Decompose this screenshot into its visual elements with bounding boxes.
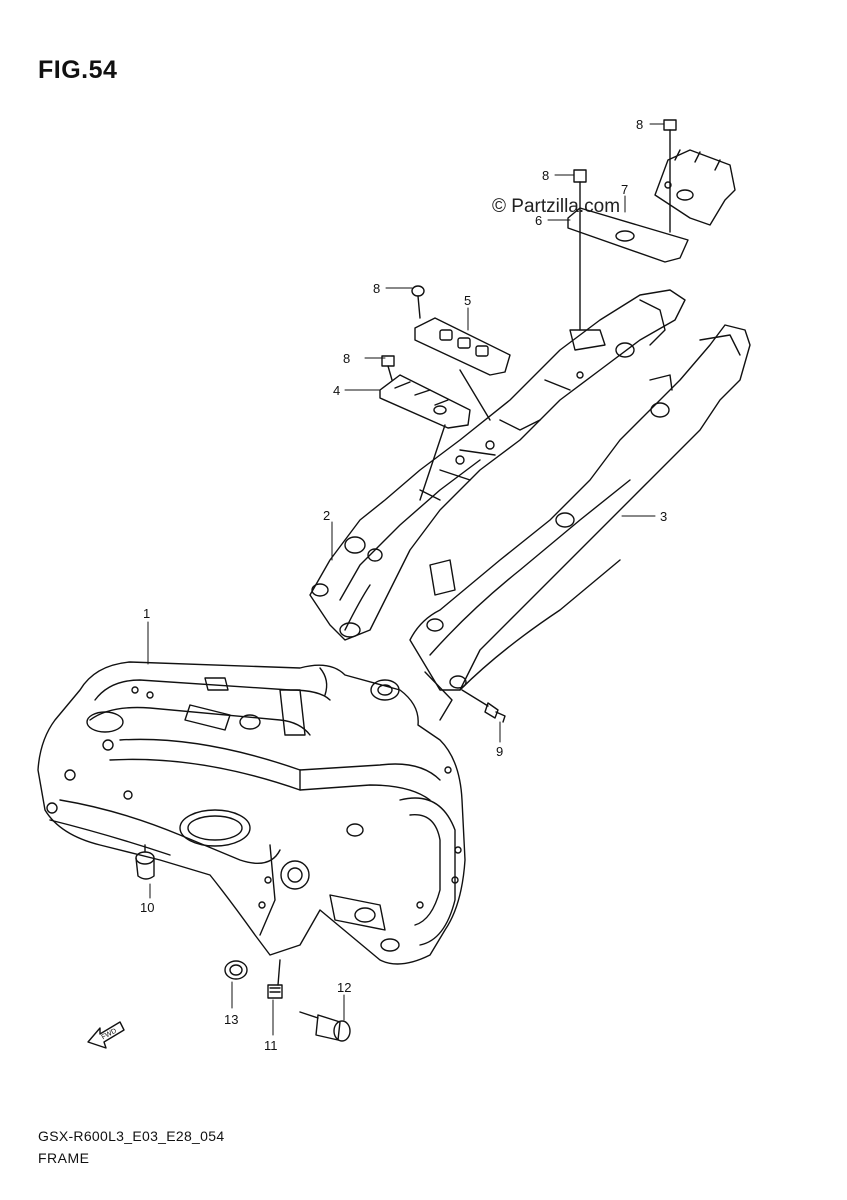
callout-10: 10 [140, 900, 154, 915]
callout-8-c: 8 [373, 281, 380, 296]
seat-rail-upper-part-2[interactable] [309, 289, 686, 641]
bolt-part-8-b[interactable] [573, 169, 587, 331]
plate-part-5[interactable] [414, 317, 511, 376]
partzilla-watermark: © Partzilla.com [492, 196, 621, 217]
bolt-part-8-a[interactable] [663, 119, 677, 233]
callout-4: 4 [333, 383, 340, 398]
bracket-part-7[interactable] [654, 149, 736, 226]
callout-11: 11 [264, 1038, 278, 1053]
callout-1: 1 [143, 606, 150, 621]
seat-rail-lower-part-3[interactable] [409, 324, 751, 691]
diagram-code: GSX-R600L3_E03_E28_054 [38, 1128, 225, 1144]
callout-5: 5 [464, 293, 471, 308]
main-frame-part-1[interactable] [37, 661, 466, 965]
collar-part-10[interactable] [135, 844, 155, 880]
grommet-part-13[interactable] [224, 960, 248, 980]
bolt-part-8-d[interactable] [381, 355, 395, 381]
callout-8-a: 8 [636, 117, 643, 132]
diagram-name: FRAME [38, 1150, 90, 1166]
bolt-part-12[interactable] [299, 1011, 351, 1042]
callout-8-b: 8 [542, 168, 549, 183]
bolt-part-11[interactable] [267, 959, 283, 999]
callout-3: 3 [660, 509, 667, 524]
callout-8-d: 8 [343, 351, 350, 366]
plate-part-4[interactable] [379, 374, 471, 429]
bolt-part-8-c[interactable] [411, 285, 425, 319]
callout-6: 6 [535, 213, 542, 228]
callout-7: 7 [621, 182, 628, 197]
callout-12: 12 [337, 980, 351, 995]
bolt-part-9[interactable] [461, 689, 506, 723]
figure-title: FIG.54 [38, 56, 118, 84]
front-direction-arrow-icon: FWD [87, 1021, 125, 1049]
callout-9: 9 [496, 744, 503, 759]
callout-13: 13 [224, 1012, 238, 1027]
leader-lines [147, 123, 665, 1036]
callout-2: 2 [323, 508, 330, 523]
